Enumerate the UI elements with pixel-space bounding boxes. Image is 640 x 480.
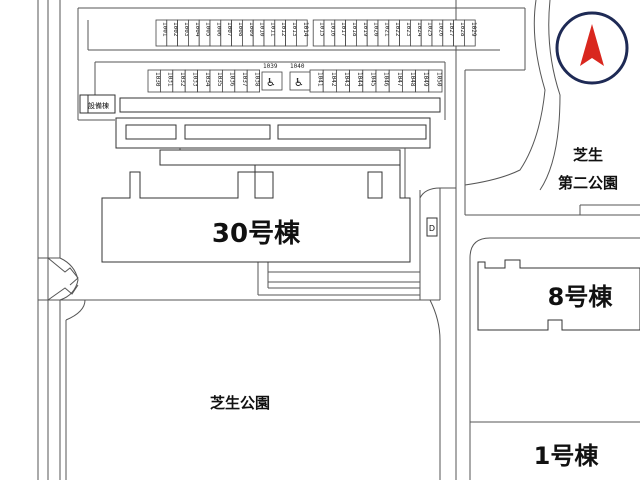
parking-slot-number: 1014	[302, 22, 309, 37]
facility-building: 設備棟	[79, 94, 116, 114]
parking-slot-number: 1021	[383, 22, 390, 37]
parking-slot: 1032	[172, 69, 186, 93]
parking-slot-number: 1036	[229, 72, 236, 87]
parking-slot-number: 1009	[248, 22, 255, 37]
parking-slot-number: 1024	[416, 22, 423, 37]
parking-slot-number: 1033	[191, 72, 198, 87]
parking-slot: 1046	[375, 69, 390, 93]
parking-slot-number: 1028	[459, 22, 466, 37]
parking-slot-number: 1022	[394, 22, 401, 37]
parking-slot-number: 1046	[383, 72, 390, 87]
parking-slot-number: 1015	[319, 22, 326, 37]
parking-row-second-left: 1030 1031 1032 1033 1034 1035 1036 1037 1038	[147, 69, 260, 93]
bicycle-parking-strips	[115, 97, 441, 200]
parking-slot-number: 1018	[351, 22, 358, 37]
parking-slot: 1014	[295, 19, 309, 47]
building-1-label: 1号棟	[534, 442, 600, 470]
parking-slot-number: 1050	[435, 72, 442, 87]
parking-slot-number: 1048	[409, 72, 416, 87]
accessible-slot-1039: 1039 ♿	[261, 63, 283, 91]
parking-slot-number: 1025	[427, 22, 434, 37]
wheelchair-icon: ♿	[294, 76, 304, 89]
parking-slot-number: 1017	[340, 22, 347, 37]
parking-slot-number: 1044	[356, 72, 363, 87]
parking-slot-number: 1002	[172, 22, 179, 37]
parking-slot-number: 1041	[317, 72, 324, 87]
wheelchair-icon: ♿	[266, 76, 276, 89]
parking-slot: 1029	[463, 19, 477, 47]
parking-slot: 1034	[197, 69, 211, 93]
compass	[555, 11, 629, 85]
parking-slot-number: 1038	[253, 72, 260, 87]
parking-slot: 1031	[159, 69, 174, 93]
building-8-label: 8号棟	[548, 283, 614, 311]
accessible-slot-number: 1040	[290, 63, 305, 70]
marker-d-label: D	[429, 224, 435, 233]
parking-slot-number: 1004	[194, 22, 201, 37]
parking-slot: 1044	[349, 69, 363, 93]
parking-slot-number: 1012	[280, 22, 287, 37]
parking-slot-number: 1010	[259, 22, 266, 37]
parking-slot-number: 1019	[362, 22, 369, 37]
parking-slot-number: 1035	[216, 72, 223, 87]
parking-slot-number: 1023	[405, 22, 412, 37]
parking-slot-number: 1006	[215, 22, 222, 37]
parking-slot: 1050	[428, 69, 442, 93]
parking-slot-number: 1007	[226, 22, 233, 37]
parking-slot-number: 1011	[269, 22, 276, 37]
parking-slot-number: 1049	[422, 72, 429, 87]
building-1: 1号棟	[534, 442, 600, 470]
parking-slot: 1043	[335, 69, 350, 93]
building-30-label: 30号棟	[212, 219, 301, 249]
parking-slot-number: 1045	[369, 72, 376, 87]
parking-slot: 1048	[401, 69, 416, 93]
parking-slot: 1030	[147, 69, 161, 93]
building-8: 8号棟	[477, 259, 640, 331]
parking-slot: 1038	[246, 69, 260, 93]
parking-slot-number: 1030	[154, 72, 161, 87]
parking-slot-number: 1032	[179, 72, 186, 87]
parking-slot-number: 1037	[241, 72, 248, 87]
parking-slot-number: 1043	[343, 72, 350, 87]
north-arrow-icon	[580, 24, 604, 66]
parking-slot: 1045	[362, 69, 376, 93]
parking-slot-number: 1026	[437, 22, 444, 37]
park-main-label: 芝生公園	[210, 394, 270, 412]
accessible-slot-1040: 1040 ♿	[289, 63, 311, 91]
parking-slot-number: 1001	[161, 22, 168, 37]
parking-slot: 1037	[234, 69, 248, 93]
parking-slot-number: 1005	[205, 22, 212, 37]
parking-slot-number: 1016	[329, 22, 336, 37]
parking-row-second-right: 1041 1042 1043 1044 1045 1046 1047 1048 1049 1050	[309, 69, 442, 93]
facility-label: 設備棟	[88, 101, 109, 110]
parking-slot: 1049	[415, 69, 429, 93]
parking-slot: 1033	[184, 69, 198, 93]
parking-slot-number: 1003	[183, 22, 190, 37]
parking-slot-number: 1008	[237, 22, 244, 37]
parking-slot: 1042	[322, 69, 337, 93]
parking-slot-number: 1031	[167, 72, 174, 87]
parking-slot: 1041	[309, 69, 324, 93]
parking-slot: 1036	[221, 69, 236, 93]
building-30: 30号棟	[101, 149, 411, 263]
parking-slot: 1035	[209, 69, 223, 93]
parking-slot-number: 1042	[330, 72, 337, 87]
parking-slot-number: 1029	[470, 22, 477, 37]
park-second-label-line1: 芝生	[573, 146, 603, 164]
parking-slot-number: 1013	[291, 22, 298, 37]
accessible-slot-number: 1039	[263, 63, 278, 70]
parking-slot-number: 1047	[396, 72, 403, 87]
parking-slot-number: 1027	[448, 22, 455, 37]
parking-slot-number: 1034	[204, 72, 211, 87]
parking-slot: 1047	[388, 69, 403, 93]
park-second-label-line2: 第二公園	[558, 174, 618, 192]
parking-slot-number: 1020	[373, 22, 380, 37]
